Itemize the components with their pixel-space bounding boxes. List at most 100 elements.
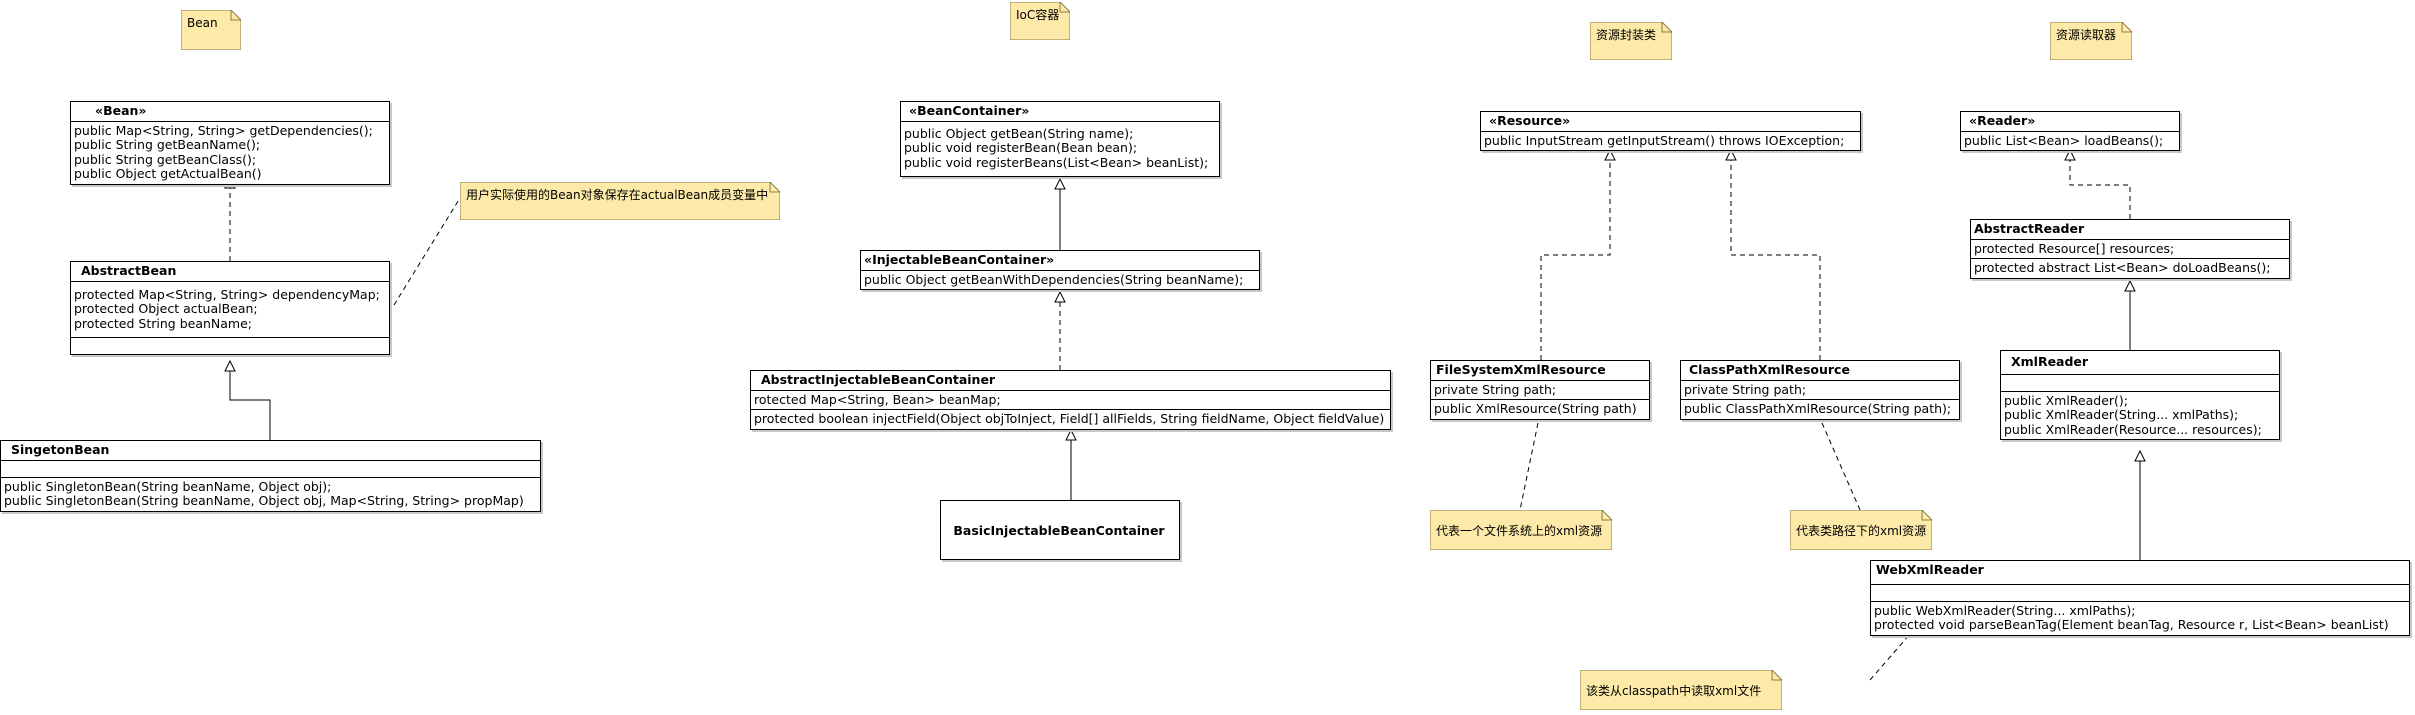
- class-xml-reader-methods: public XmlReader(); public XmlReader(Str…: [2001, 392, 2279, 440]
- class-reader-methods: public List<Bean> loadBeans();: [1961, 132, 2179, 151]
- method-line: public WebXmlReader(String... xmlPaths);: [1874, 602, 2136, 618]
- arrowhead: [1065, 428, 1077, 441]
- class-singleton-bean-fields: [1, 461, 540, 478]
- method-line: protected boolean injectField(Object obj…: [754, 411, 1385, 426]
- class-abstract-reader-methods: protected abstract List<Bean> doLoadBean…: [1971, 259, 2289, 278]
- note-cp: 代表类路径下的xml资源: [1790, 510, 1932, 550]
- method-line: public Map<String, String> getDependenci…: [74, 122, 373, 138]
- class-abstract-bean-fields: protected Map<String, String> dependency…: [71, 282, 389, 338]
- class-injectable-container-name: «InjectableBeanContainer»: [861, 251, 1259, 271]
- method-line: public List<Bean> loadBeans();: [1964, 132, 2164, 148]
- class-bean-container-name: «BeanContainer»: [901, 102, 1219, 122]
- class-abstract-reader-name: AbstractReader: [1971, 220, 2289, 240]
- class-abstract-bean-name: AbstractBean: [71, 262, 389, 282]
- method-line: public void registerBean(Bean bean);: [904, 140, 1138, 155]
- class-bean[interactable]: «Bean» public Map<String, String> getDep…: [70, 101, 390, 185]
- class-resource-name: «Resource»: [1481, 112, 1860, 132]
- class-xml-reader[interactable]: XmlReader public XmlReader(); public Xml…: [2000, 350, 2280, 440]
- method-line: public ClassPathXmlResource(String path)…: [1684, 401, 1952, 416]
- arrowhead: [1054, 177, 1066, 190]
- note-cp-text: 代表类路径下的xml资源: [1796, 524, 1927, 538]
- class-bean-container[interactable]: «BeanContainer» public Object getBean(St…: [900, 101, 1220, 177]
- note-fs-text: 代表一个文件系统上的xml资源: [1436, 524, 1603, 538]
- note-actual-bean-text: 用户实际使用的Bean对象保存在actualBean成员变量中: [466, 188, 769, 202]
- method-line: public XmlResource(String path): [1434, 401, 1637, 416]
- class-xml-reader-name: XmlReader: [2001, 351, 2279, 375]
- class-reader-name: «Reader»: [1961, 112, 2179, 132]
- note-anchor-fs: [1519, 422, 1539, 511]
- note-resource: 资源封装类: [1590, 22, 1672, 60]
- arrowhead: [2064, 148, 2076, 161]
- field-line: protected String beanName;: [74, 315, 252, 331]
- note-fs: 代表一个文件系统上的xml资源: [1430, 510, 1612, 550]
- class-web-xml-reader-fields: [1871, 585, 2409, 602]
- method-line: public XmlReader();: [2004, 392, 2128, 408]
- note-reader: 资源读取器: [2050, 22, 2132, 60]
- class-abstract-injectable-methods: protected boolean injectField(Object obj…: [751, 410, 1390, 429]
- class-bean-methods: public Map<String, String> getDependenci…: [71, 122, 389, 184]
- class-reader[interactable]: «Reader» public List<Bean> loadBeans();: [1960, 111, 2180, 151]
- field-line: protected Resource[] resources;: [1974, 240, 2175, 256]
- method-line: public String getBeanClass();: [74, 151, 257, 167]
- class-cp-resource-fields: private String path;: [1681, 381, 1959, 400]
- method-line: public Object getActualBean(): [74, 166, 262, 181]
- class-basic-injectable[interactable]: BasicInjectableBeanContainer: [940, 500, 1180, 560]
- class-abstract-injectable[interactable]: AbstractInjectableBeanContainer rotected…: [750, 370, 1391, 430]
- class-singleton-bean-methods: public SingletonBean(String beanName, Ob…: [1, 478, 540, 511]
- method-line: public SingletonBean(String beanName, Ob…: [4, 478, 332, 494]
- class-xml-reader-fields: [2001, 375, 2279, 392]
- arrowhead: [224, 359, 236, 372]
- realization-fs-resource: [1540, 160, 1611, 360]
- class-resource-methods: public InputStream getInputStream() thro…: [1481, 132, 1860, 151]
- method-line: public Object getBean(String name);: [904, 125, 1134, 141]
- note-bean: Bean: [181, 10, 241, 50]
- note-web-text: 该类从classpath中读取xml文件: [1586, 684, 1762, 698]
- method-line: public XmlReader(String... xmlPaths);: [2004, 407, 2239, 422]
- class-abstract-bean[interactable]: AbstractBean protected Map<String, Strin…: [70, 261, 390, 355]
- method-line: public XmlReader(Resource... resources);: [2004, 421, 2262, 437]
- inheritance-singleton-abstractbean: [229, 371, 271, 440]
- class-abstract-reader[interactable]: AbstractReader protected Resource[] reso…: [1970, 219, 2290, 279]
- class-fs-resource-methods: public XmlResource(String path): [1431, 400, 1649, 419]
- realization-cp-resource: [1730, 160, 1821, 360]
- note-actual-bean: 用户实际使用的Bean对象保存在actualBean成员变量中: [460, 182, 780, 220]
- method-line: public void registerBeans(List<Bean> bea…: [904, 154, 1209, 170]
- note-resource-text: 资源封装类: [1596, 28, 1657, 42]
- class-singleton-bean[interactable]: SingetonBean public SingletonBean(String…: [0, 440, 541, 512]
- class-cp-resource-name: ClassPathXmlResource: [1681, 361, 1959, 381]
- class-web-xml-reader-methods: public WebXmlReader(String... xmlPaths);…: [1871, 602, 2409, 635]
- method-line: protected void parseBeanTag(Element bean…: [1874, 617, 2389, 632]
- class-web-xml-reader-name: WebXmlReader: [1871, 561, 2409, 585]
- realization-abstractreader-reader: [2069, 160, 2131, 219]
- note-anchor-actualbean: [393, 197, 461, 306]
- class-bean-container-methods: public Object getBean(String name); publ…: [901, 122, 1219, 177]
- field-line: rotected Map<String, Bean> beanMap;: [754, 391, 1001, 407]
- class-basic-injectable-name: BasicInjectableBeanContainer: [953, 523, 1165, 538]
- method-line: public SingletonBean(String beanName, Ob…: [4, 493, 524, 508]
- class-fs-resource[interactable]: FileSystemXmlResource private String pat…: [1430, 360, 1650, 420]
- note-web: 该类从classpath中读取xml文件: [1580, 670, 1782, 710]
- note-bean-text: Bean: [187, 16, 218, 30]
- class-abstract-bean-methods: [71, 338, 389, 354]
- class-fs-resource-fields: private String path;: [1431, 381, 1649, 400]
- method-line: public InputStream getInputStream() thro…: [1484, 132, 1845, 148]
- method-line: public String getBeanName();: [74, 137, 261, 152]
- field-line: protected Object actualBean;: [74, 301, 258, 316]
- field-line: private String path;: [1684, 381, 1807, 397]
- class-cp-resource-methods: public ClassPathXmlResource(String path)…: [1681, 400, 1959, 419]
- field-line: protected Map<String, String> dependency…: [74, 286, 380, 302]
- arrowhead: [2134, 449, 2146, 462]
- class-injectable-container[interactable]: «InjectableBeanContainer» public Object …: [860, 250, 1260, 290]
- arrowhead: [1054, 290, 1066, 303]
- class-web-xml-reader[interactable]: WebXmlReader public WebXmlReader(String.…: [1870, 560, 2410, 636]
- class-cp-resource[interactable]: ClassPathXmlResource private String path…: [1680, 360, 1960, 420]
- class-resource[interactable]: «Resource» public InputStream getInputSt…: [1480, 111, 1861, 151]
- note-ioc-text: IoC容器: [1016, 8, 1060, 22]
- class-injectable-container-methods: public Object getBeanWithDependencies(St…: [861, 271, 1259, 290]
- class-singleton-bean-name: SingetonBean: [1, 441, 540, 461]
- note-anchor-cp: [1821, 422, 1861, 511]
- class-abstract-injectable-name: AbstractInjectableBeanContainer: [751, 371, 1390, 391]
- class-abstract-injectable-fields: rotected Map<String, Bean> beanMap;: [751, 391, 1390, 410]
- method-line: public Object getBeanWithDependencies(St…: [864, 271, 1244, 287]
- class-fs-resource-name: FileSystemXmlResource: [1431, 361, 1649, 381]
